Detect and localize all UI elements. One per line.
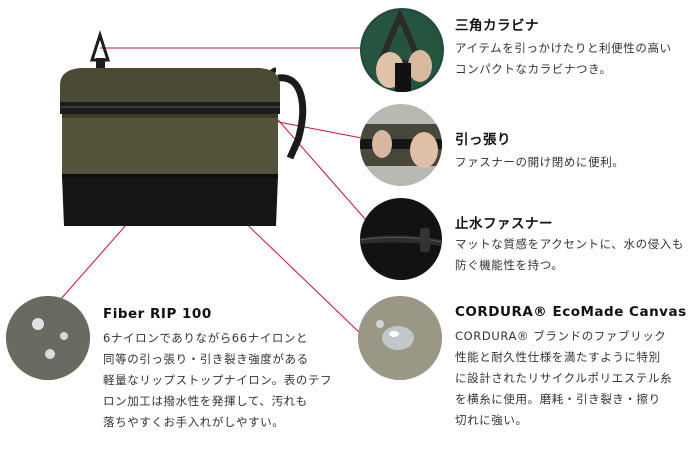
feature-desc-carabiner: アイテムを引っかけたりと利便性の高い コンパクトなカラビナつき。 <box>455 38 672 80</box>
desc-line: ファスナーの開け閉めに便利。 <box>455 155 625 169</box>
desc-line: 落ちやすくお手入れがしやすい。 <box>103 415 285 429</box>
cordura-fabric-photo-icon <box>358 296 442 380</box>
ripstop-fabric-photo-icon <box>6 296 90 380</box>
desc-line: に設計されたリサイクルポリエステル糸 <box>455 371 673 385</box>
feature-desc-zipper: マットな質感をアクセントに、水の侵入も 防ぐ機能性を持つ。 <box>455 234 684 276</box>
desc-line: CORDURA® ブランドのファブリック <box>455 329 667 343</box>
bag-photo <box>60 30 307 226</box>
leader-line-zipper <box>271 112 381 237</box>
feature-desc-cordura: CORDURA® ブランドのファブリック 性能と耐久性仕様を満たすように特別 に… <box>455 326 672 431</box>
desc-line: を横糸に使用。磨耗・引き裂き・擦り <box>455 392 661 406</box>
zipper-pull-photo-icon <box>360 104 442 186</box>
desc-line: 切れに強い。 <box>455 413 528 427</box>
water-resistant-zipper-photo-icon <box>360 198 442 280</box>
feature-title-fiber-rip: Fiber RIP 100 <box>103 306 212 322</box>
desc-line: ロン加工は撥水性を発揮して、汚れも <box>103 394 308 408</box>
carabiner-photo-icon <box>360 8 444 92</box>
desc-line: コンパクトなカラビナつき。 <box>455 62 612 76</box>
leader-line-cordura <box>231 209 363 336</box>
desc-line: 性能と耐久性仕様を満たすように特別 <box>455 350 661 364</box>
desc-line: マットな質感をアクセントに、水の侵入も <box>455 237 684 251</box>
desc-line: 6ナイロンでありながら66ナイロンと <box>103 331 309 345</box>
desc-line: 防ぐ機能性を持つ。 <box>455 258 564 272</box>
feature-desc-pull: ファスナーの開け閉めに便利。 <box>455 152 624 173</box>
desc-line: 同等の引っ張り・引き裂き強度がある <box>103 352 309 366</box>
feature-title-carabiner: 三角カラビナ <box>455 18 539 34</box>
desc-line: 軽量なリップストップナイロン。表のテフ <box>103 373 333 387</box>
feature-desc-fiber-rip: 6ナイロンでありながら66ナイロンと 同等の引っ張り・引き裂き強度がある 軽量な… <box>103 328 332 433</box>
desc-line: アイテムを引っかけたりと利便性の高い <box>455 41 672 55</box>
feature-title-pull: 引っ張り <box>455 132 511 148</box>
feature-title-zipper: 止水ファスナー <box>455 216 553 232</box>
feature-title-cordura: CORDURA® EcoMade Canvas <box>455 304 687 320</box>
